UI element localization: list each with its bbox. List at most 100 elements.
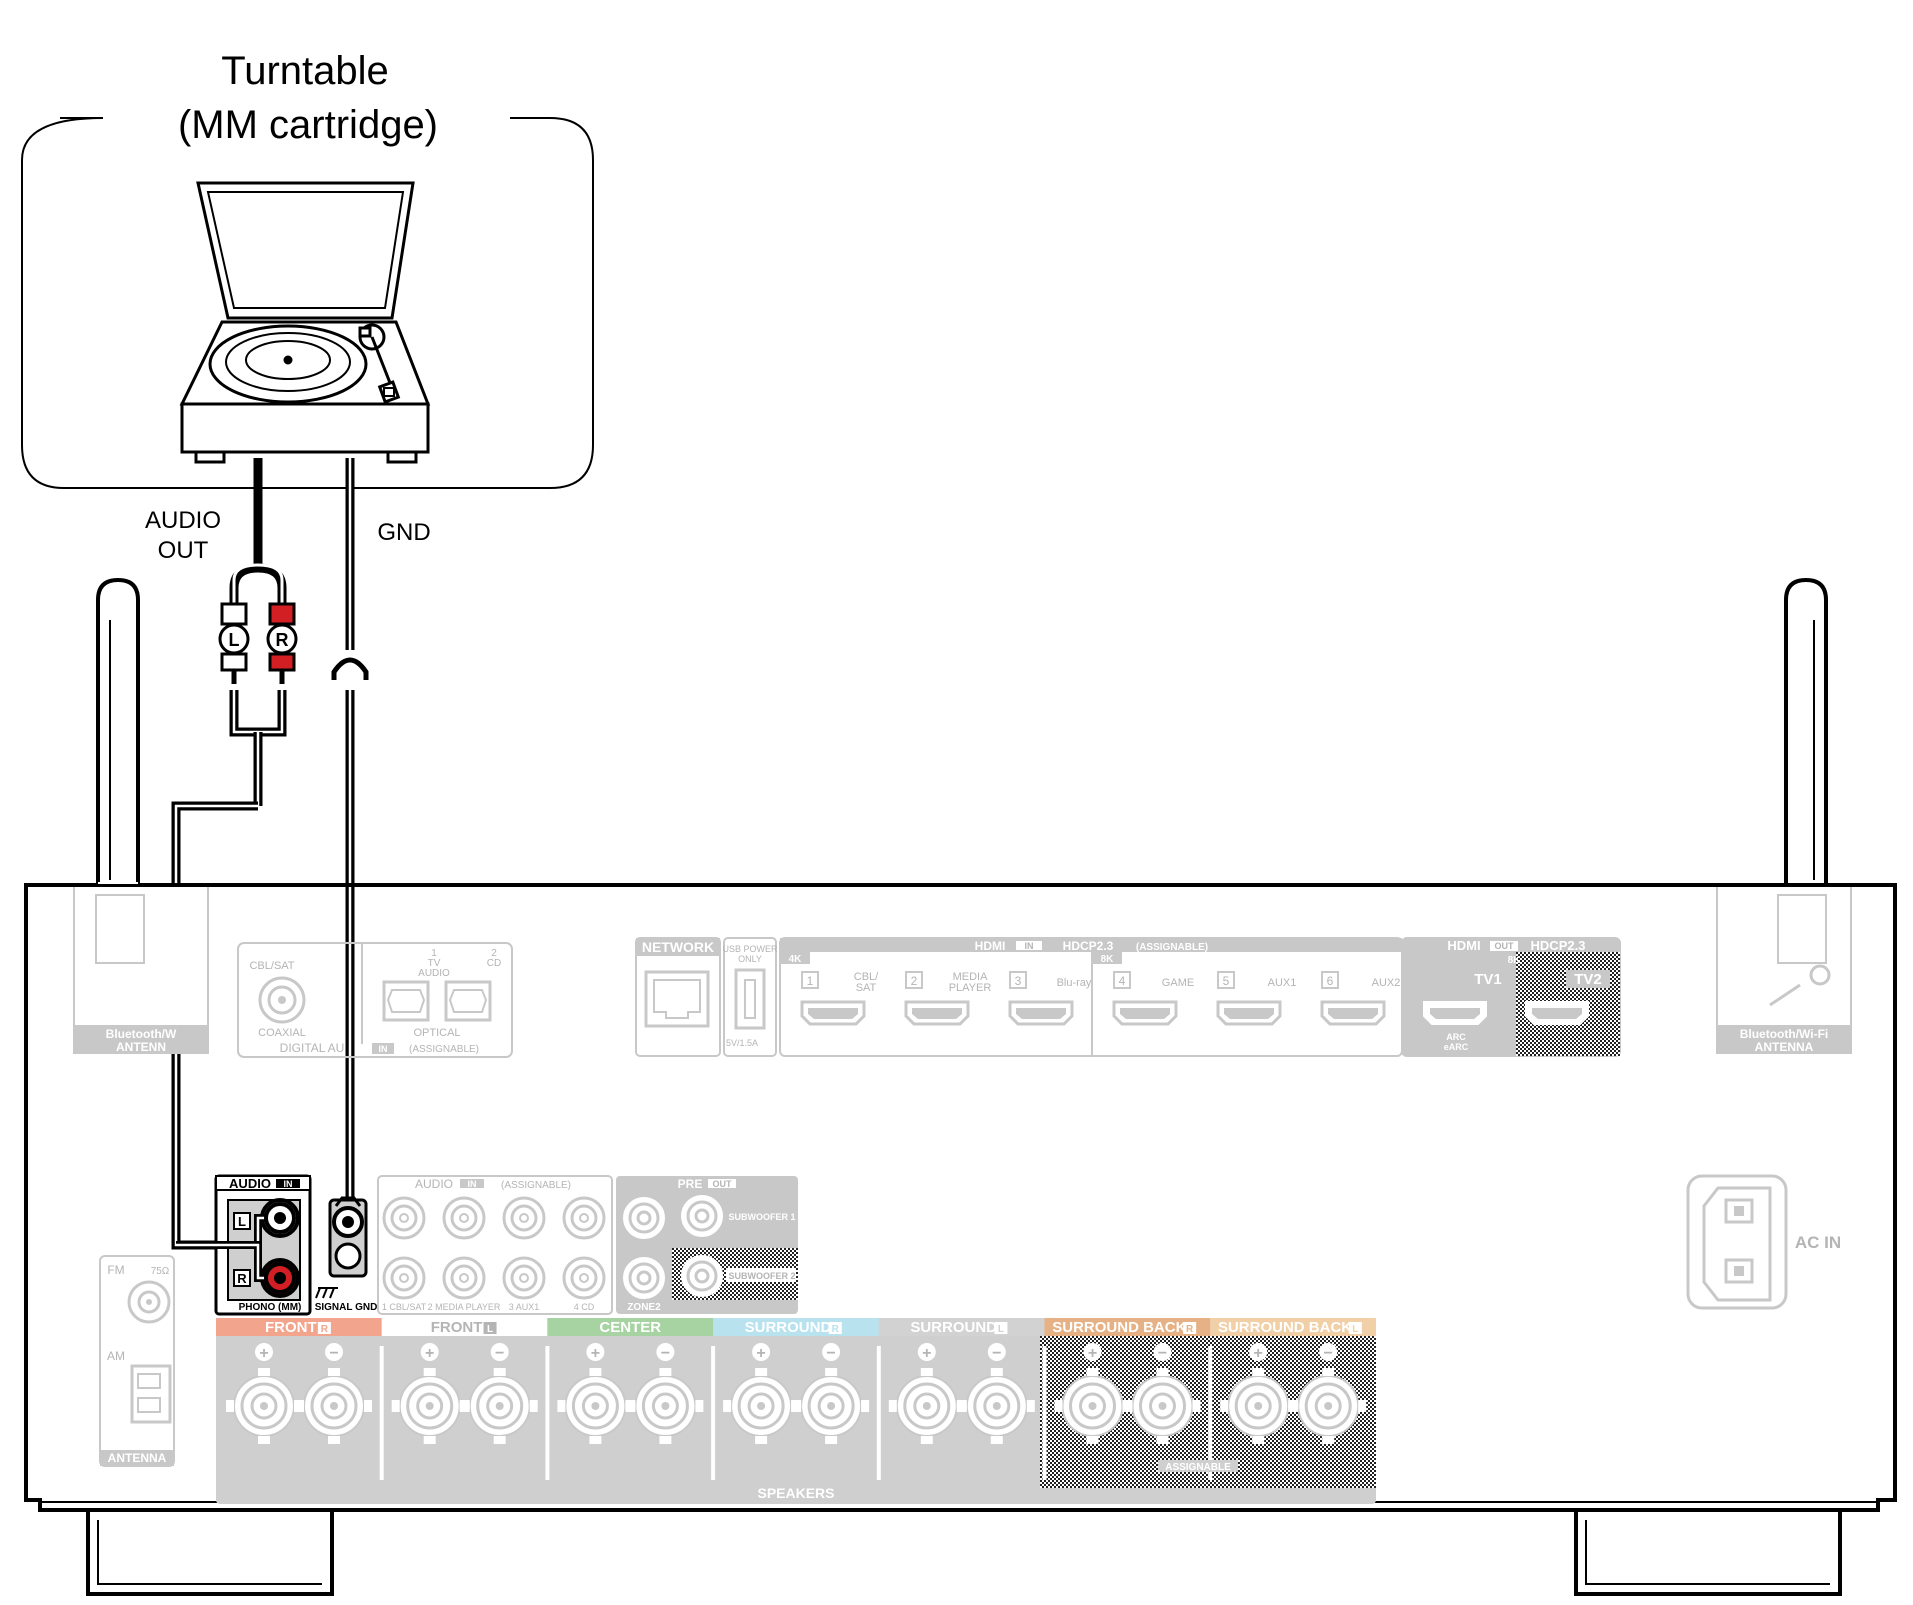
antenna-right-label-2: ANTENNA (1755, 1040, 1814, 1054)
turntable-title: Turntable (221, 49, 389, 93)
network-label: NETWORK (642, 939, 714, 955)
signal-gnd-terminal[interactable] (328, 1196, 368, 1278)
network-panel: NETWORK (635, 937, 721, 1057)
coaxial-cblsat-label: CBL/SAT (249, 960, 294, 972)
hdmi-in-port-label: Blu-ray (1057, 977, 1092, 989)
pre-out-label: PRE (678, 1177, 703, 1191)
audio-in-jack-4-r[interactable] (562, 1256, 606, 1300)
plug-right-label: R (276, 630, 289, 650)
speaker-channel-3: CENTER+− (545, 1318, 714, 1480)
hdmi-in-port-num: 4 (1119, 974, 1126, 988)
audio-in-jack-2-l[interactable] (442, 1196, 486, 1240)
hdmi-out-8k: 8K (1508, 955, 1522, 966)
antenna-right: Bluetooth/Wi-Fi ANTENNA (1716, 577, 1852, 1054)
speaker-terminal-minus[interactable] (461, 1368, 538, 1444)
speaker-plus-label: + (425, 1345, 434, 1362)
usb-panel: USB POWER ONLY 5V/1.5A (722, 937, 778, 1057)
speakers-assignable: ASSIGNABLE (1165, 1462, 1231, 1473)
audio-in-jack-3-l[interactable] (502, 1196, 546, 1240)
speaker-minus-label: − (661, 1345, 670, 1362)
subwoofer1-label: SUBWOOFER 1 (728, 1212, 795, 1222)
audio-in-assignable: (ASSIGNABLE) (501, 1180, 571, 1191)
ground-symbol-icon (315, 1287, 338, 1299)
zone2-jack-top[interactable] (623, 1197, 665, 1239)
hdmi-in-hdcp: HDCP2.3 (1063, 939, 1114, 953)
subwoofer1-jack[interactable] (681, 1195, 723, 1237)
hdmi-out-hdcp: HDCP2.3 (1531, 938, 1586, 953)
speaker-terminal-plus[interactable] (888, 1368, 965, 1444)
speaker-minus-label: − (1158, 1345, 1167, 1362)
hdmi-in-port-label: GAME (1162, 977, 1194, 989)
speaker-terminal-minus[interactable] (1290, 1368, 1367, 1444)
audio-in-jack-3-r[interactable] (502, 1256, 546, 1300)
audio-in-jack-1-l[interactable] (382, 1196, 426, 1240)
speaker-terminal-plus[interactable] (1220, 1368, 1297, 1444)
hdmi-out-panel: HDMI OUT HDCP2.3 8K TV1 TV2 ARC eARC (1401, 937, 1621, 1057)
subwoofer2-jack[interactable] (681, 1255, 723, 1297)
hdmi-in-port-label: MEDIA (953, 971, 989, 983)
speaker-channel-name: SURROUND (910, 1319, 997, 1336)
gnd-cable (331, 458, 369, 1212)
speaker-channel-name: CENTER (599, 1319, 661, 1336)
ac-in-panel: AC IN (1686, 1174, 1841, 1310)
audio-in-jack-4-l[interactable] (562, 1196, 606, 1240)
phono-r-label: R (237, 1271, 247, 1286)
antenna-left: Bluetooth/W ANTENN (73, 577, 209, 1054)
audio-in-jack-2-r[interactable] (442, 1256, 486, 1300)
hdmi-in-port-label-2: SAT (856, 982, 877, 994)
usb-port[interactable] (734, 968, 766, 1030)
hdmi-in-label: HDMI (975, 939, 1006, 953)
optical-jack-1[interactable] (382, 980, 430, 1022)
speaker-terminal-minus[interactable] (1124, 1368, 1201, 1444)
optical-jack-2[interactable] (444, 980, 492, 1022)
audio-cable (171, 458, 287, 1250)
hdmi-out-earc: eARC (1444, 1042, 1469, 1052)
hdmi-in-port-label-2: PLAYER (949, 982, 992, 994)
gnd-label: GND (377, 519, 430, 546)
coaxial-jack[interactable] (258, 976, 306, 1024)
phono-audio-label: AUDIO (229, 1176, 271, 1191)
pre-out-panel: PRE OUT ZONE2 SUBWOOFER 1 SUBWOOFER 2 (616, 1176, 798, 1314)
digital-assignable: (ASSIGNABLE) (409, 1044, 479, 1055)
zone2-jack-bottom[interactable] (623, 1257, 665, 1299)
rca-plug-right: R (266, 602, 298, 684)
antenna-terminal: FM 75Ω AM ANTENNA (99, 1255, 175, 1467)
hdmi-out-tv1: TV1 (1474, 971, 1502, 988)
audio-in-label: AUDIO (415, 1177, 453, 1191)
speaker-terminal-minus[interactable] (296, 1368, 372, 1444)
turntable-subtitle: (MM cartridge) (178, 103, 438, 147)
speaker-terminal-plus[interactable] (391, 1368, 468, 1444)
speaker-minus-label: − (495, 1345, 504, 1362)
digital-audio-panel: CBL/SAT COAXIAL 1 TV AUDIO 2 CD OPTICAL … (237, 942, 513, 1058)
speaker-terminal-plus[interactable] (557, 1368, 634, 1444)
hdmi-in-port-label: AUX1 (1268, 977, 1297, 989)
speaker-channel-name: FRONT (265, 1319, 317, 1336)
speaker-channel-side: L (998, 1324, 1004, 1335)
audio-in-input-label: 3 AUX1 (509, 1302, 540, 1312)
speaker-minus-label: − (329, 1345, 338, 1362)
speaker-plus-label: + (259, 1345, 268, 1362)
speaker-terminal-minus[interactable] (793, 1368, 870, 1444)
hdmi-in-port-4[interactable]: 4 GAME (1112, 971, 1194, 1026)
speaker-terminal-minus[interactable] (627, 1368, 704, 1444)
am-terminal[interactable] (130, 1364, 172, 1424)
audio-in-jack-1-r[interactable] (382, 1256, 426, 1300)
usb-rating: 5V/1.5A (726, 1038, 758, 1048)
lan-port[interactable] (644, 970, 710, 1028)
audio-out-label-2: OUT (158, 537, 209, 564)
pre-out-badge: OUT (713, 1179, 733, 1189)
optical-label: OPTICAL (413, 1027, 460, 1039)
ac-inlet[interactable] (1702, 1186, 1772, 1302)
speaker-channel-side: L (487, 1324, 493, 1335)
fm-jack[interactable] (127, 1280, 171, 1324)
speaker-channel-side: L (1352, 1324, 1358, 1335)
